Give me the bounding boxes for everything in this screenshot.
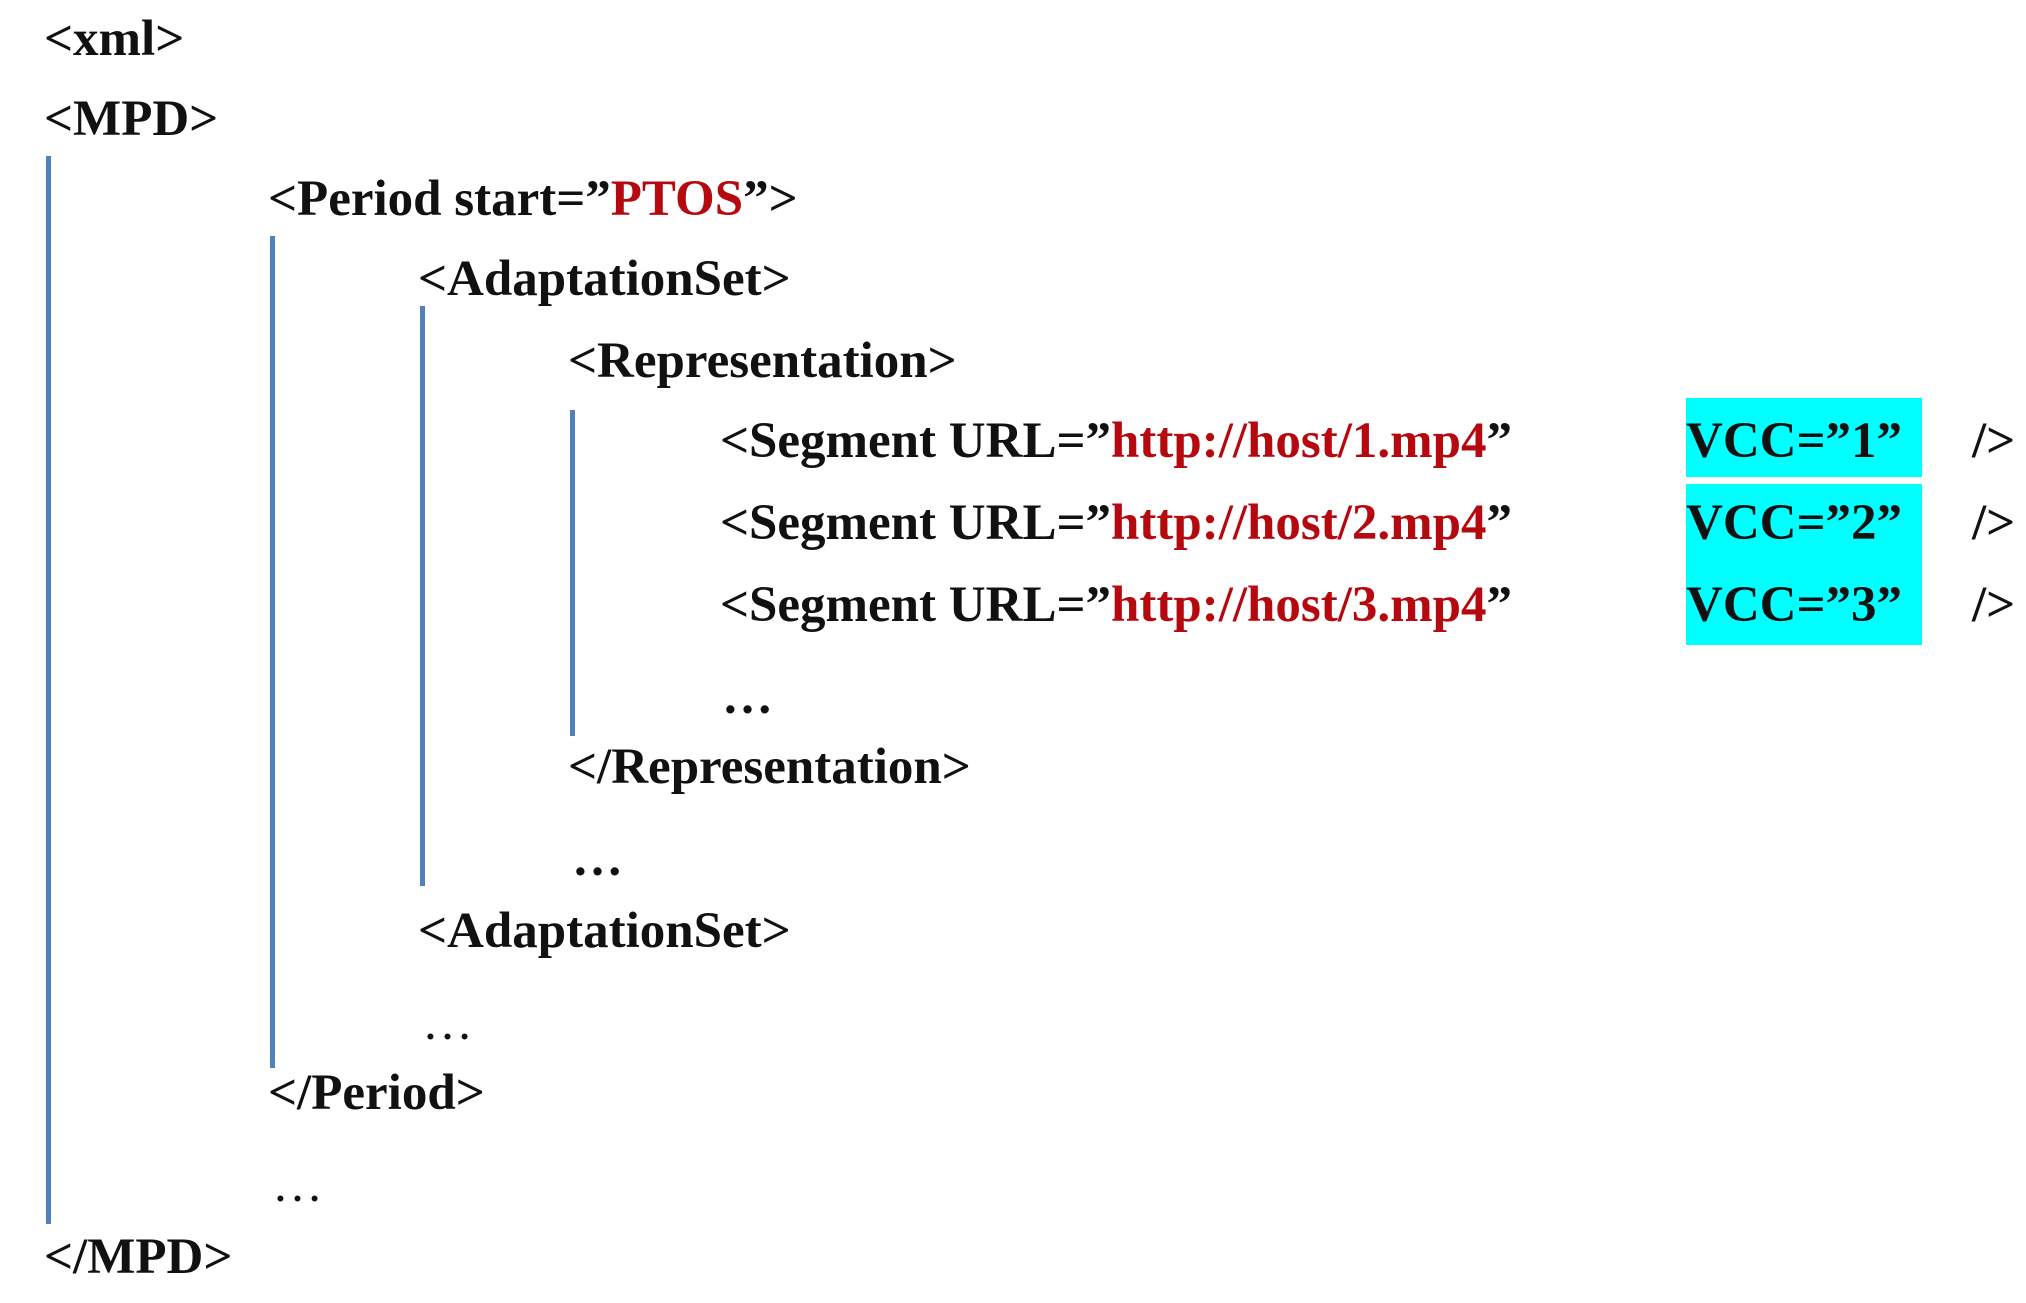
segment-prefix: <Segment URL=” [720,577,1112,633]
segment-prefix: <Segment URL=” [720,413,1112,469]
adaptationset-ellipsis: … [422,995,473,1051]
segment-close-1: /> [1972,413,2016,469]
period-close-tag: </Period> [268,1065,485,1121]
vcc-highlight-3 [1686,560,1922,645]
representation-open-tag: <Representation> [568,333,957,389]
period-ellipsis: … [272,1157,323,1213]
segment-suffix: ” [1486,577,1513,633]
segment-line-3: <Segment URL=”http://host/3.mp4” [720,574,1512,636]
period-start-value: PTOS [610,171,744,227]
segment-prefix: <Segment URL=” [720,495,1112,551]
representation-close-tag: </Representation> [568,739,971,795]
mpd-guide-line [46,156,51,1224]
vcc-highlight-2 [1686,484,1922,563]
mpd-open-tag: <MPD> [44,91,219,147]
segment-suffix: ” [1486,495,1513,551]
segment-line-2: <Segment URL=”http://host/2.mp4” [720,492,1512,554]
segment-suffix: ” [1486,413,1513,469]
xml-line: <xml> [44,11,185,67]
segment-url: http://host/1.mp4 [1111,413,1487,469]
segment-close-3: /> [1972,577,2016,633]
period-open-tag: <Period start=”PTOS”> [268,168,798,230]
representation-ellipsis: … [572,831,623,887]
adaptationset-open-tag-1: <AdaptationSet> [418,251,791,307]
adaptationset-guide-line [420,306,425,886]
segment-url: http://host/3.mp4 [1111,577,1487,633]
segment-line-1: <Segment URL=”http://host/1.mp4” [720,410,1512,472]
segment-url: http://host/2.mp4 [1111,495,1487,551]
segment-ellipsis: … [722,669,773,725]
mpd-close-tag: </MPD> [44,1229,233,1285]
segment-close-2: /> [1972,495,2016,551]
segment-vcc-2: VCC=”2” [1686,495,1903,551]
segment-vcc-3: VCC=”3” [1686,577,1903,633]
segment-vcc-1: VCC=”1” [1686,413,1903,469]
adaptationset-open-tag-2: <AdaptationSet> [418,903,791,959]
vcc-highlight-1 [1686,398,1922,477]
period-guide-line [270,236,275,1068]
representation-guide-line [570,410,575,736]
period-open-prefix: <Period start=” [268,171,611,227]
period-open-suffix: ”> [743,171,798,227]
